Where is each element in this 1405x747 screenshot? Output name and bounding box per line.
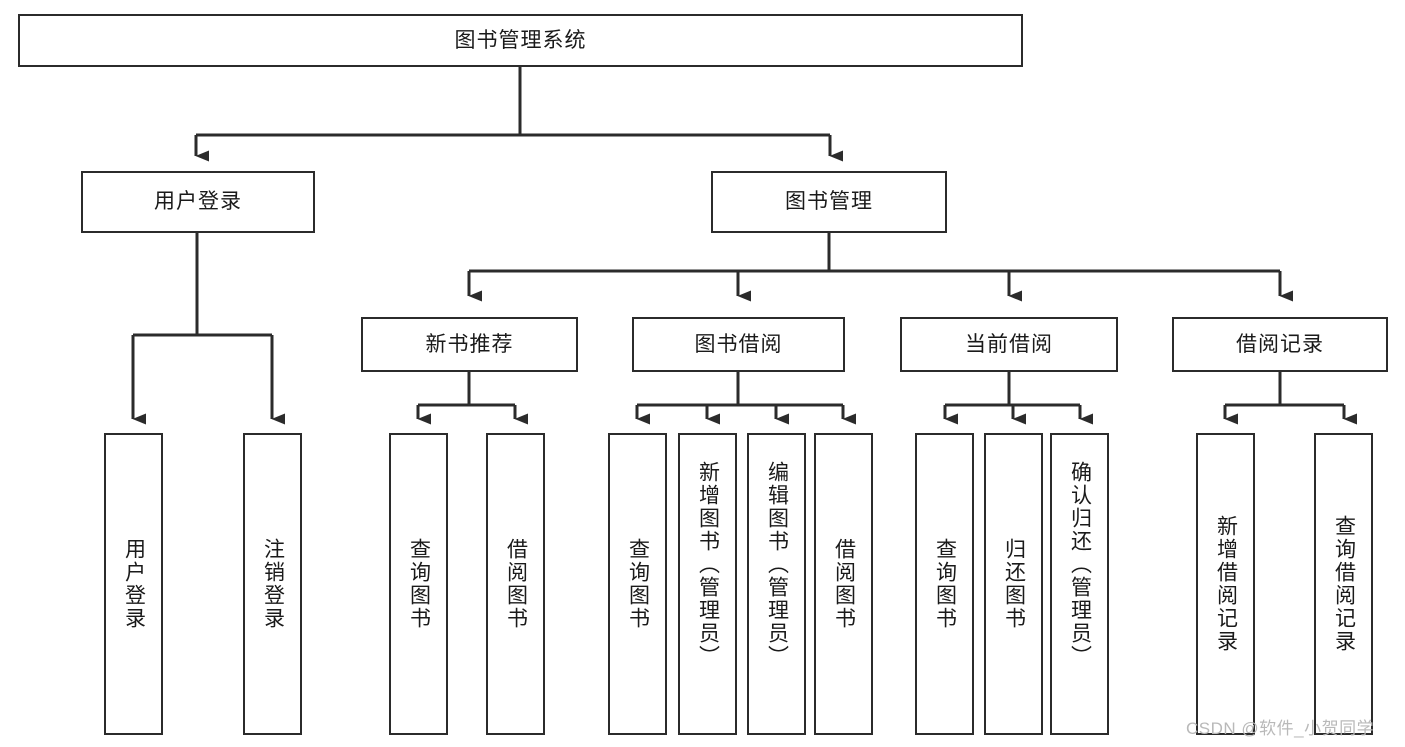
leaf-user-login[interactable]: 用户登录 <box>104 433 163 735</box>
leaf-logout[interactable]: 注销登录 <box>243 433 302 735</box>
node-borrow-record[interactable]: 借阅记录 <box>1172 317 1388 372</box>
node-book-manage[interactable]: 图书管理 <box>711 171 947 233</box>
leaf-add-borrow-record[interactable]: 新增借阅记录 <box>1196 433 1255 735</box>
leaf-query-borrow-record[interactable]: 查询借阅记录 <box>1314 433 1373 735</box>
leaf-borrow-book-borrow[interactable]: 借阅图书 <box>814 433 873 735</box>
leaf-add-book-admin[interactable]: 新增图书（管理员） <box>678 433 737 735</box>
leaf-borrow-book-recommend[interactable]: 借阅图书 <box>486 433 545 735</box>
leaf-edit-book-admin[interactable]: 编辑图书（管理员） <box>747 433 806 735</box>
leaf-query-book-borrow[interactable]: 查询图书 <box>608 433 667 735</box>
node-book-borrow[interactable]: 图书借阅 <box>632 317 845 372</box>
leaf-confirm-return-admin[interactable]: 确认归还（管理员） <box>1050 433 1109 735</box>
leaf-return-book[interactable]: 归还图书 <box>984 433 1043 735</box>
node-new-book-recommend[interactable]: 新书推荐 <box>361 317 578 372</box>
csdn-watermark: CSDN @软件_小贺同学 <box>1186 719 1375 738</box>
node-current-borrow[interactable]: 当前借阅 <box>900 317 1118 372</box>
node-root-system[interactable]: 图书管理系统 <box>18 14 1023 67</box>
leaf-query-book-current[interactable]: 查询图书 <box>915 433 974 735</box>
node-user-login[interactable]: 用户登录 <box>81 171 315 233</box>
leaf-query-book-recommend[interactable]: 查询图书 <box>389 433 448 735</box>
